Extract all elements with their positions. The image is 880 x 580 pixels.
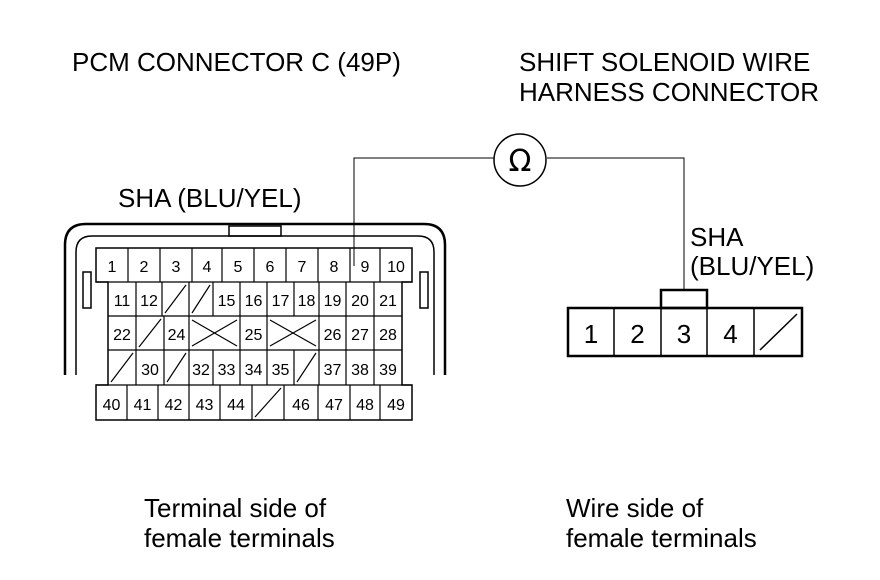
pcm-wire-label: SHA (BLU/YEL) xyxy=(118,183,302,213)
pcm-blank-slot-slash xyxy=(166,352,187,383)
pcm-terminal-16: 16 xyxy=(245,293,263,310)
solenoid-terminal-4: 4 xyxy=(723,319,737,349)
pcm-terminal-41: 41 xyxy=(134,397,152,414)
pcm-terminal-26: 26 xyxy=(324,327,342,344)
solenoid-test-lead xyxy=(547,157,685,290)
solenoid-connector xyxy=(566,288,804,358)
solenoid-blank-slot-slash xyxy=(759,313,798,351)
pcm-terminal-1: 1 xyxy=(108,259,117,276)
pcm-terminal-43: 43 xyxy=(196,397,214,414)
pcm-terminal-28: 28 xyxy=(379,327,397,344)
pcm-terminal-27: 27 xyxy=(351,327,369,344)
pcm-terminal-4: 4 xyxy=(203,259,212,276)
solenoid-connector-title-line1: SHIFT SOLENOID WIRE xyxy=(519,47,811,77)
pcm-terminal-24: 24 xyxy=(168,327,186,344)
pcm-terminal-38: 38 xyxy=(351,362,369,379)
pcm-terminal-7: 7 xyxy=(298,259,307,276)
pcm-blank-slot-slash xyxy=(138,318,162,348)
pcm-terminal-49: 49 xyxy=(387,397,405,414)
pcm-blank-slot-slash xyxy=(296,352,317,383)
solenoid-wire-label-line1: SHA xyxy=(690,222,744,252)
pcm-terminal-8: 8 xyxy=(330,259,339,276)
pcm-test-lead xyxy=(353,157,494,266)
pcm-terminal-39: 39 xyxy=(379,362,397,379)
pcm-housing-outer xyxy=(63,222,447,375)
pcm-left-latch xyxy=(82,271,92,309)
pcm-terminal-30: 30 xyxy=(141,362,159,379)
pcm-terminal-9: 9 xyxy=(361,259,370,276)
pcm-terminal-17: 17 xyxy=(272,293,290,310)
pcm-terminal-37: 37 xyxy=(324,362,342,379)
pcm-terminal-34: 34 xyxy=(245,362,263,379)
test-leads xyxy=(353,157,685,290)
pcm-terminal-42: 42 xyxy=(165,397,183,414)
pcm-cavity-cross xyxy=(269,319,317,347)
pcm-blank-slot-slash xyxy=(110,352,134,383)
pcm-caption-line2: female terminals xyxy=(144,523,335,553)
solenoid-connector-title-line2: HARNESS CONNECTOR xyxy=(519,77,820,107)
pcm-blank-slot-slash xyxy=(191,284,211,314)
pcm-terminal-2: 2 xyxy=(140,259,149,276)
solenoid-terminal-2: 2 xyxy=(630,319,644,349)
ohm-symbol: Ω xyxy=(509,144,532,179)
pcm-terminal-40: 40 xyxy=(103,397,121,414)
pcm-blank-slot-slash xyxy=(164,284,187,314)
pcm-terminal-35: 35 xyxy=(272,362,290,379)
solenoid-wire-label-line2: (BLU/YEL) xyxy=(690,251,815,281)
pcm-connector-title: PCM CONNECTOR C (49P) xyxy=(72,47,401,77)
pcm-terminal-10: 10 xyxy=(387,259,405,276)
pcm-terminal-15: 15 xyxy=(218,293,236,310)
pcm-terminal-25: 25 xyxy=(245,327,263,344)
pcm-terminal-22: 22 xyxy=(113,327,131,344)
pcm-terminal-44: 44 xyxy=(227,397,245,414)
pcm-terminal-48: 48 xyxy=(356,397,374,414)
pcm-terminal-11: 11 xyxy=(114,293,131,310)
pcm-cavity-cross xyxy=(191,319,238,347)
pcm-terminal-20: 20 xyxy=(351,293,369,310)
solenoid-caption-line2: female terminals xyxy=(566,523,757,553)
pcm-terminal-47: 47 xyxy=(325,397,343,414)
solenoid-caption-line1: Wire side of xyxy=(566,493,704,523)
solenoid-terminal-3: 3 xyxy=(677,319,691,349)
pcm-terminal-6: 6 xyxy=(266,259,275,276)
pcm-blank-slot-slash xyxy=(254,387,282,418)
pcm-terminal-3: 3 xyxy=(172,259,181,276)
pcm-terminal-5: 5 xyxy=(234,259,243,276)
pcm-connector xyxy=(63,222,447,421)
pcm-terminal-19: 19 xyxy=(324,293,342,310)
pcm-terminal-46: 46 xyxy=(292,397,310,414)
pcm-terminal-32: 32 xyxy=(192,362,210,379)
pcm-caption-line1: Terminal side of xyxy=(144,493,327,523)
solenoid-terminal-1: 1 xyxy=(584,319,598,349)
pcm-housing-tab xyxy=(228,225,282,237)
solenoid-key-tab xyxy=(659,288,709,310)
ohmmeter-icon: Ω xyxy=(493,133,547,187)
pcm-terminal-21: 21 xyxy=(379,293,397,310)
pcm-terminal-33: 33 xyxy=(218,362,236,379)
pcm-terminal-12: 12 xyxy=(140,293,158,310)
pcm-right-latch xyxy=(419,271,429,309)
pcm-terminal-18: 18 xyxy=(298,293,316,310)
